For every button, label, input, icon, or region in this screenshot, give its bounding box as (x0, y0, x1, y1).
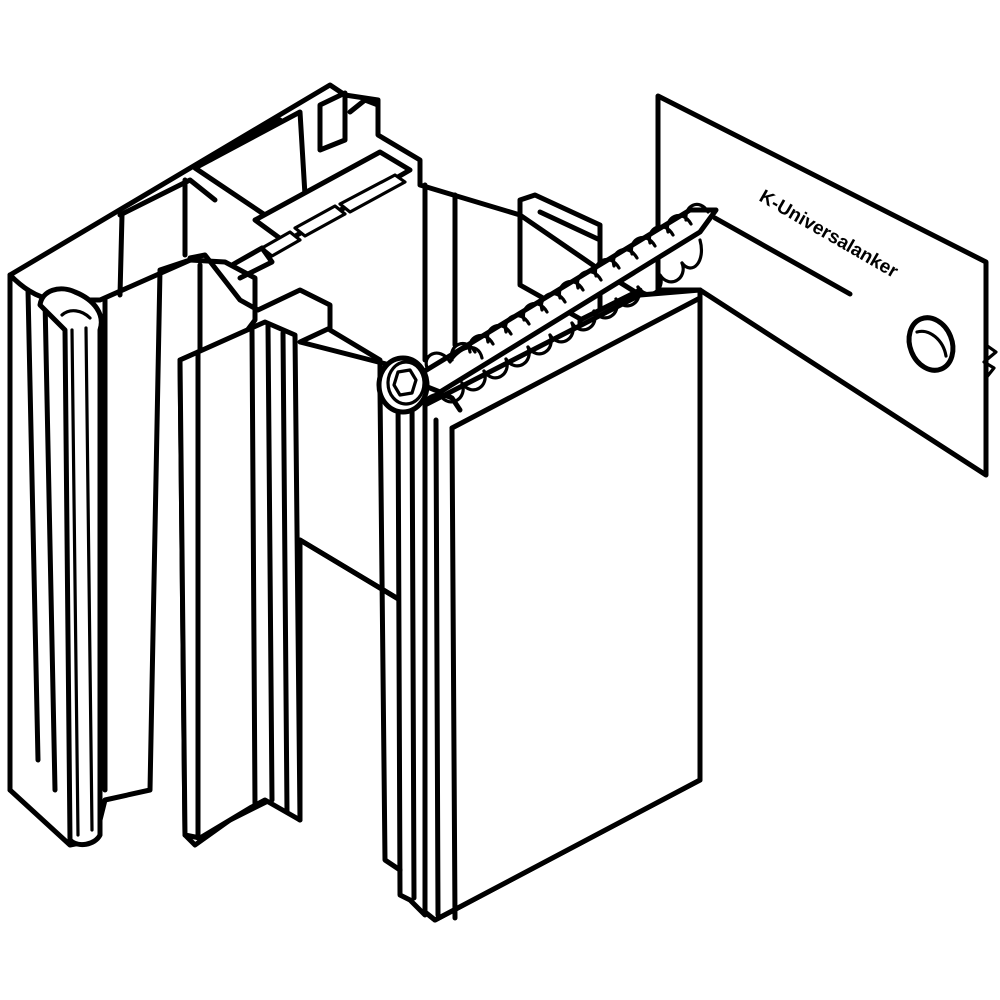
chamber-top-a (117, 177, 218, 218)
center-column-line-1 (249, 327, 258, 808)
top-lip-hook (347, 97, 381, 115)
top-lip-chamber (317, 90, 348, 153)
center-web (187, 252, 393, 368)
gasket-line-1 (70, 328, 80, 837)
small-chamber-3 (338, 173, 407, 214)
center-column-line-3 (280, 330, 290, 815)
bracket-plate (655, 93, 989, 478)
upper-right-chamber-inner (537, 209, 603, 243)
torx-drive-icon (392, 368, 418, 397)
sash-left-edge (449, 425, 458, 921)
center-column-line-2 (265, 322, 275, 803)
screw-thread (424, 202, 710, 404)
fixing-screw (376, 202, 719, 415)
sash-top-edge (449, 295, 703, 431)
bracket-break-line (982, 260, 998, 477)
screw-head-rim (386, 360, 426, 406)
top-chamber-2 (252, 149, 413, 245)
bracket-slot-line (712, 215, 853, 297)
small-chamber-4 (229, 245, 275, 281)
left-face-line-1 (25, 287, 41, 763)
small-chamber-2 (293, 204, 347, 238)
anchor-bracket: K-Universalanker (655, 93, 998, 478)
top-chamber-1-inner (207, 117, 283, 163)
frame-profile (7, 82, 703, 923)
sash-strip-line (409, 395, 417, 901)
inner-divider (377, 387, 403, 873)
chamber-wall-a (117, 212, 125, 298)
left-face-line-2 (42, 297, 58, 793)
gasket-line-2 (84, 326, 94, 832)
bracket-hole-inner (915, 329, 948, 358)
sash-side-line (433, 417, 441, 918)
sash-corner-curve (422, 392, 463, 413)
sash-front-face (422, 287, 703, 923)
gasket-cap (60, 309, 92, 320)
